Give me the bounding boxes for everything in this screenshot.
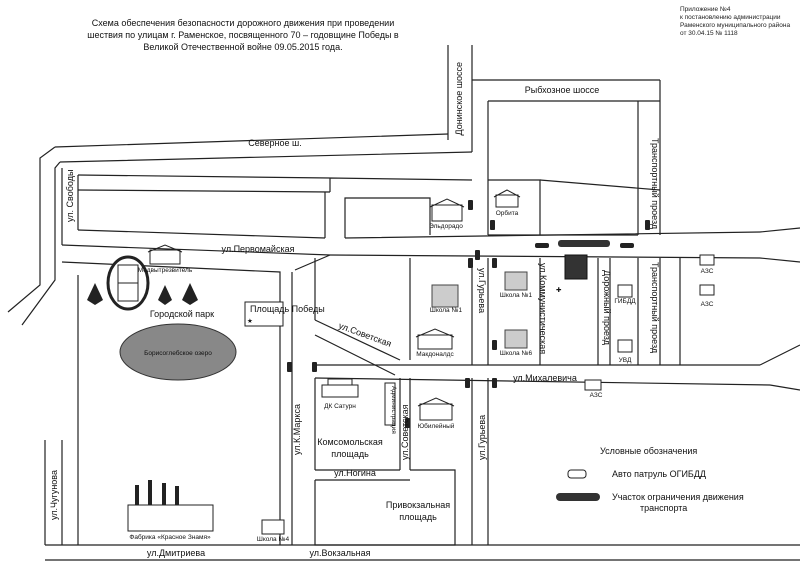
label-gorodskoy-park: Городской парк (150, 309, 214, 319)
legend-title: Условные обозначения (600, 446, 698, 456)
building-icon (493, 189, 521, 208)
legend-patrol-label: Авто патруль ОГИБДД (612, 469, 706, 479)
restriction-zone (558, 240, 610, 247)
label-azs2: АЗС (701, 301, 714, 308)
street-donino: Донинское шоссе (454, 62, 464, 135)
building-icon (384, 382, 396, 426)
school-icon (431, 284, 459, 308)
gas-station-icon (699, 254, 715, 266)
stadium-icon (106, 255, 150, 311)
legend-restriction-label-1: Участок ограничения движения (612, 492, 744, 502)
label-gibdd: ГИБДД (614, 298, 636, 305)
street-gurieva-2: ул.Гурьева (477, 415, 487, 460)
appendix-note: Приложение №4 к постановлению администра… (680, 6, 798, 38)
street-rybkhoz: Рыбхозное шоссе (525, 85, 599, 95)
building-icon (429, 198, 465, 222)
label-school4: Школа №4 (257, 536, 290, 543)
legend-restriction-label-2: транспорта (640, 503, 687, 513)
building-icon (564, 254, 588, 280)
street-svobody: ул. Свободы (65, 170, 75, 222)
lake-label: Борисоглебское озеро (144, 349, 212, 357)
label-dk-saturn: ДК Сатурн (324, 403, 356, 410)
lake-borisoglebskoe (119, 323, 237, 381)
label-uvd: УВД (619, 357, 632, 364)
building-icon (617, 339, 633, 353)
gas-station-icon (584, 379, 602, 391)
school-icon (504, 329, 528, 349)
label-azs1: АЗС (701, 268, 714, 275)
label-azs3: АЗС (590, 392, 603, 399)
appendix-line-3: Раменского муниципального района (680, 22, 791, 29)
appendix-line-1: Приложение №4 (680, 6, 731, 13)
street-nogina: ул.Ногина (334, 468, 376, 478)
street-kommunisticheskaya: ул.Коммунистическая (538, 263, 548, 354)
building-icon (147, 244, 183, 265)
street-severnoe: Северное ш. (248, 138, 301, 148)
patrol-car-icon (287, 200, 650, 428)
label-medvytrezvitel: Медвытрезвитель (138, 267, 193, 274)
map-title: Схема обеспечения безопасности дорожного… (78, 17, 408, 53)
title-line-3: Великой Отечественной войне 09.05.2015 г… (143, 42, 343, 52)
label-eldorado: Эльдорадо (429, 223, 463, 230)
building-icon (415, 328, 455, 350)
label-orbita: Орбита (496, 209, 519, 217)
plus-icon: ✚ (556, 286, 562, 294)
legend: Авто патруль ОГИБДД Участок ограничения … (556, 469, 744, 513)
street-gurieva-1: ул.Гурьева (477, 268, 487, 313)
building-icon (321, 378, 359, 398)
title-line-2: шествия по улицам г. Раменское, посвящен… (87, 30, 399, 40)
legend-restriction-icon (556, 493, 600, 501)
label-administration: Администрация (390, 386, 397, 434)
street-dmitrieva: ул.Дмитриева (147, 548, 205, 558)
label-school1: Школа №1 (430, 307, 463, 314)
school-icon (261, 519, 285, 535)
tree-icon (87, 283, 198, 305)
building-icon (617, 284, 633, 298)
street-vokzalnaya: ул.Вокзальная (309, 548, 370, 558)
legend-patrol-icon (567, 469, 587, 479)
label-yubileyny: Юбилейный (418, 422, 455, 430)
ploshad-pobedy-box (244, 301, 284, 327)
factory-icon (127, 480, 214, 532)
label-school6: Школа №6 (500, 350, 533, 357)
street-chugunova: ул.Чугунова (49, 470, 59, 520)
label-mcdonalds: Макдоналдс (416, 351, 454, 358)
building-icon (417, 397, 455, 421)
street-transport-2: Транспортный проезд (650, 262, 660, 354)
star-icon: ★ (247, 317, 253, 325)
street-transport-1: Транспортный проезд (650, 138, 660, 230)
appendix-line-2: к постановлению администрации (680, 14, 781, 21)
street-pervomayskaya: ул.Первомайская (222, 244, 295, 254)
street-dorozhny: Дорожный проезд (602, 270, 612, 346)
label-fabrika: Фабрика «Красное Знамя» (129, 533, 211, 541)
gas-station-icon (699, 284, 715, 296)
label-school-top: Школа №1 (500, 292, 533, 299)
label-ploshad-pobedy: Площадь Победы (250, 304, 325, 314)
appendix-line-4: от 30.04.15 № 1118 (680, 30, 738, 37)
school-icon (504, 271, 528, 291)
street-sovetskaya-2: ул.Советская (400, 404, 410, 460)
title-line-1: Схема обеспечения безопасности дорожного… (91, 18, 395, 28)
street-kmarksa: ул.К.Маркса (292, 404, 302, 455)
street-mikhalevicha: ул.Михалевича (513, 373, 577, 383)
